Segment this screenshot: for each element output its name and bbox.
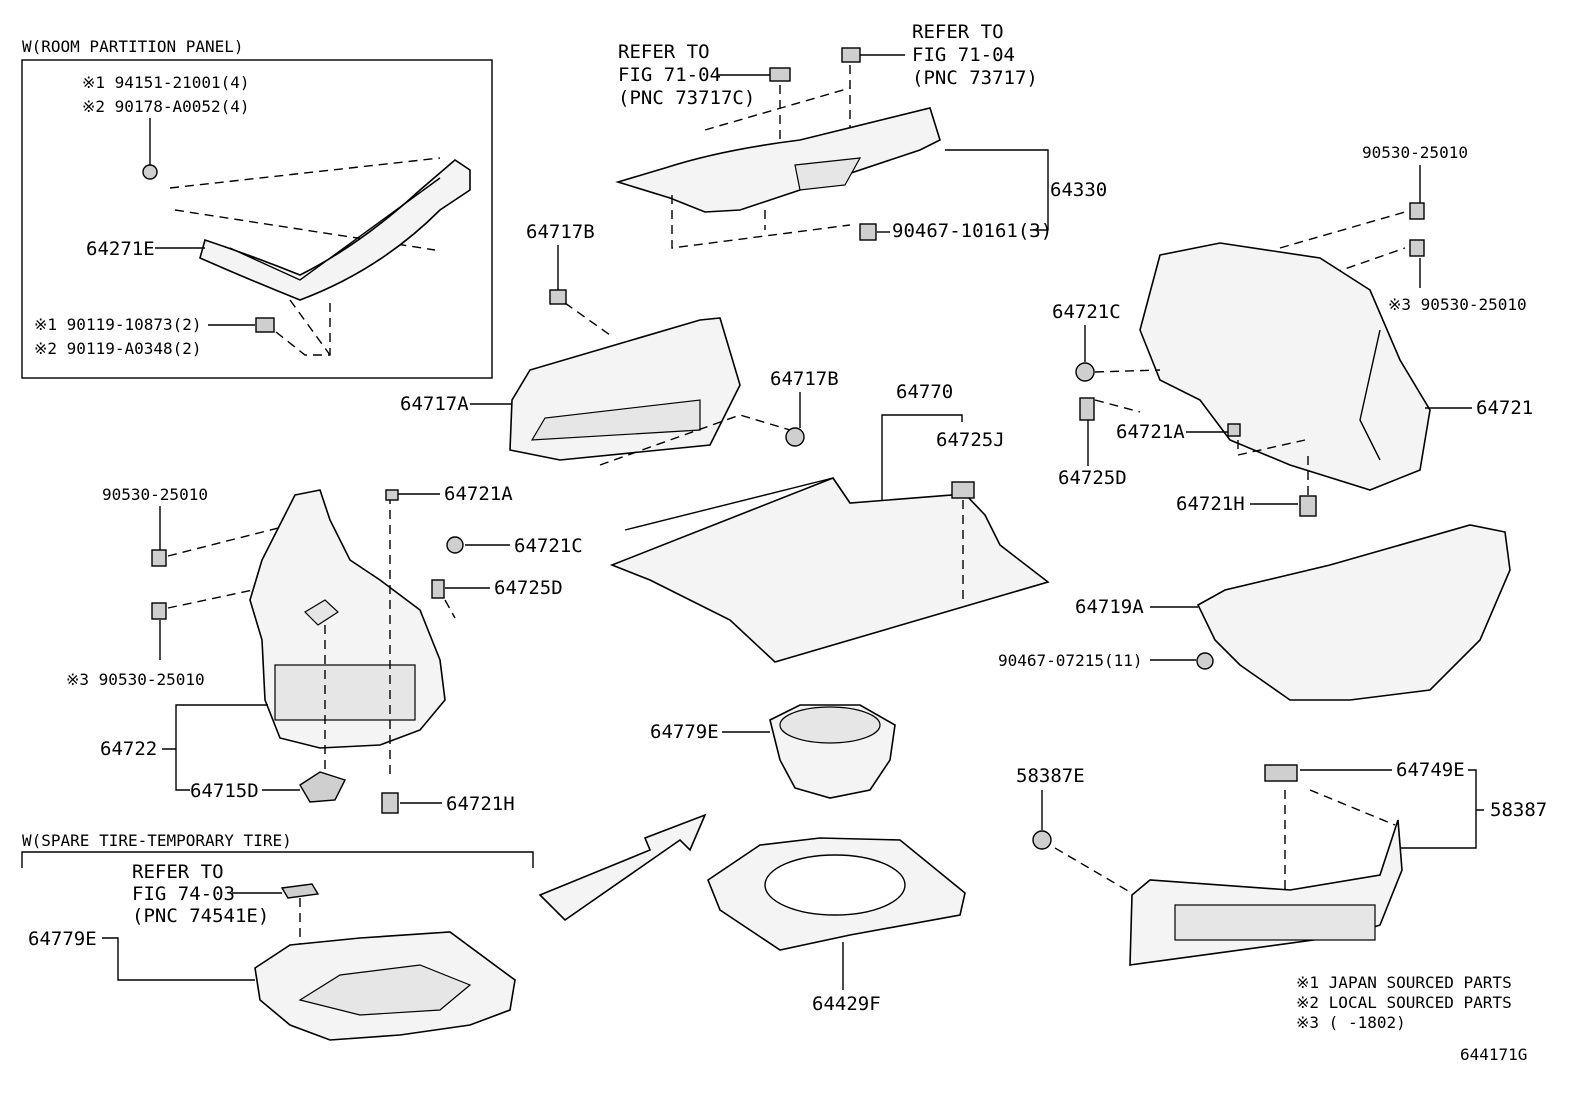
ref2-line1: REFER TO <box>912 21 1004 43</box>
label-64719a[interactable]: 64719A <box>1075 596 1144 618</box>
arrow-indicator <box>538 813 707 922</box>
spare-tire-group: W(SPARE TIRE-TEMPORARY TIRE) REFER TO FI… <box>21 831 534 1041</box>
label-64717b-mid[interactable]: 64717B <box>770 368 839 390</box>
ref3-line1: REFER TO <box>132 861 224 883</box>
label-64770[interactable]: 64770 <box>896 381 953 403</box>
clip-64721h-left <box>381 792 399 814</box>
clip-64749e <box>1264 764 1298 782</box>
note-2: ※2 LOCAL SOURCED PARTS <box>1296 993 1512 1012</box>
label-64749e[interactable]: 64749E <box>1396 759 1465 781</box>
label-64725j[interactable]: 64725J <box>936 429 1005 451</box>
label-90467-07215[interactable]: 90467-07215(11) <box>998 651 1143 670</box>
clip-64725d-left <box>431 579 445 599</box>
clip-64725d-right <box>1079 397 1095 421</box>
rear-panel-trim-group: 58387E 64749E 58387 <box>1016 759 1547 966</box>
clip-90530-right-2 <box>1409 239 1425 257</box>
right-side-trim-group: 90530-25010 ※3 90530-25010 64721C 64725D… <box>1052 143 1533 517</box>
label-64721h-left[interactable]: 64721H <box>446 793 515 815</box>
label-64721[interactable]: 64721 <box>1476 397 1533 419</box>
note-1: ※1 JAPAN SOURCED PARTS <box>1296 973 1512 992</box>
clip-90467-10161 <box>859 223 877 241</box>
label-64779e-mid[interactable]: 64779E <box>650 721 719 743</box>
label-64725d-left[interactable]: 64725D <box>494 577 563 599</box>
bolt-64717b <box>549 289 567 305</box>
label-64721c-left[interactable]: 64721C <box>514 535 583 557</box>
ref3-line3: (PNC 74541E) <box>132 905 269 927</box>
label-64271e[interactable]: 64271E <box>86 238 155 260</box>
floor-mat-part <box>609 477 1050 663</box>
ref3-line2: FIG 74-03 <box>132 883 235 905</box>
label-64725d-right[interactable]: 64725D <box>1058 467 1127 489</box>
label-64779e-left[interactable]: 64779E <box>28 928 97 950</box>
left-side-trim-group: 90530-25010 ※3 90530-25010 64721A 64721C… <box>66 483 583 815</box>
clip-64721a-right <box>1227 423 1241 437</box>
package-tray-group: REFER TO FIG 71-04 (PNC 73717C) REFER TO… <box>615 21 1107 249</box>
rear-panel-trim-part <box>1129 819 1403 966</box>
partition-panel-part <box>199 158 471 301</box>
trunk-lid-cover-part <box>1196 524 1511 701</box>
label-58387e[interactable]: 58387E <box>1016 765 1085 787</box>
label-90530-25010-left[interactable]: 90530-25010 <box>102 485 208 504</box>
clip-90530-left-1 <box>151 549 167 567</box>
ref1-line3: (PNC 73717C) <box>618 87 755 109</box>
bolt-part <box>255 317 275 333</box>
tire-pan-group: 64429F <box>538 813 966 1015</box>
clip-64721a-left <box>385 489 399 501</box>
trunk-lid-cover-group: 64719A 90467-07215(11) <box>998 524 1511 701</box>
ref1-line2: FIG 71-04 <box>618 64 721 86</box>
clip-64725j <box>951 481 975 499</box>
label-90178-a0052[interactable]: ※2 90178-A0052(4) <box>82 97 250 116</box>
label-64717b-top[interactable]: 64717B <box>526 221 595 243</box>
label-90119-a0348[interactable]: ※2 90119-A0348(2) <box>34 339 202 358</box>
ref2-line3: (PNC 73717) <box>912 67 1038 89</box>
clip-64717b <box>785 427 805 447</box>
notes-group: ※1 JAPAN SOURCED PARTS ※2 LOCAL SOURCED … <box>1296 973 1527 1064</box>
package-tray-part <box>615 107 941 213</box>
room-partition-frame <box>21 59 493 379</box>
label-90467-10161[interactable]: 90467-10161(3) <box>892 220 1052 242</box>
clip-64721h-right <box>1299 495 1317 517</box>
clip-74541e <box>280 883 320 899</box>
section-title-room-partition: W(ROOM PARTITION PANEL) <box>22 37 244 56</box>
clip-64721c-left <box>446 536 464 554</box>
side-cover-group: 64717B 64717A 64717B <box>400 221 839 466</box>
label-58387[interactable]: 58387 <box>1490 799 1547 821</box>
clip-64715d <box>299 771 346 803</box>
clip-90530-right-1 <box>1409 202 1425 220</box>
label-64429f[interactable]: 64429F <box>812 993 881 1015</box>
label-64721a-right[interactable]: 64721A <box>1116 421 1185 443</box>
clip-part <box>142 164 158 180</box>
clip-73717c <box>769 67 791 82</box>
label-90530-25010-left-3[interactable]: ※3 90530-25010 <box>66 670 205 689</box>
room-partition-panel-group: W(ROOM PARTITION PANEL) ※1 94151-21001(4… <box>21 37 493 379</box>
clip-90530-left-2 <box>151 602 167 620</box>
label-64721a-left[interactable]: 64721A <box>444 483 513 505</box>
section-title-spare-tire: W(SPARE TIRE-TEMPORARY TIRE) <box>22 831 292 850</box>
label-90119-10873[interactable]: ※1 90119-10873(2) <box>34 315 202 334</box>
floor-mat-group: 64770 64725J <box>609 381 1050 663</box>
label-64721c-right[interactable]: 64721C <box>1052 301 1121 323</box>
label-90530-25010-right[interactable]: 90530-25010 <box>1362 143 1468 162</box>
clip-90467-07215 <box>1196 652 1214 670</box>
right-side-trim-part <box>1139 242 1431 491</box>
ref2-line2: FIG 71-04 <box>912 44 1015 66</box>
label-90530-25010-right-3[interactable]: ※3 90530-25010 <box>1388 295 1527 314</box>
clip-64721c-right <box>1075 362 1095 382</box>
figure-id: 644171G <box>1460 1045 1527 1064</box>
label-64330[interactable]: 64330 <box>1050 179 1107 201</box>
label-94151-21001[interactable]: ※1 94151-21001(4) <box>82 73 250 92</box>
label-64717a[interactable]: 64717A <box>400 393 469 415</box>
ref1-line1: REFER TO <box>618 41 710 63</box>
label-64715d[interactable]: 64715D <box>190 780 259 802</box>
tire-holder-group: 64779E <box>650 704 896 799</box>
label-64722[interactable]: 64722 <box>100 738 157 760</box>
note-3: ※3 ( -1802) <box>1296 1013 1406 1032</box>
label-64721h-right[interactable]: 64721H <box>1176 493 1245 515</box>
clip-73717 <box>841 47 861 63</box>
clip-58387e <box>1032 830 1052 850</box>
